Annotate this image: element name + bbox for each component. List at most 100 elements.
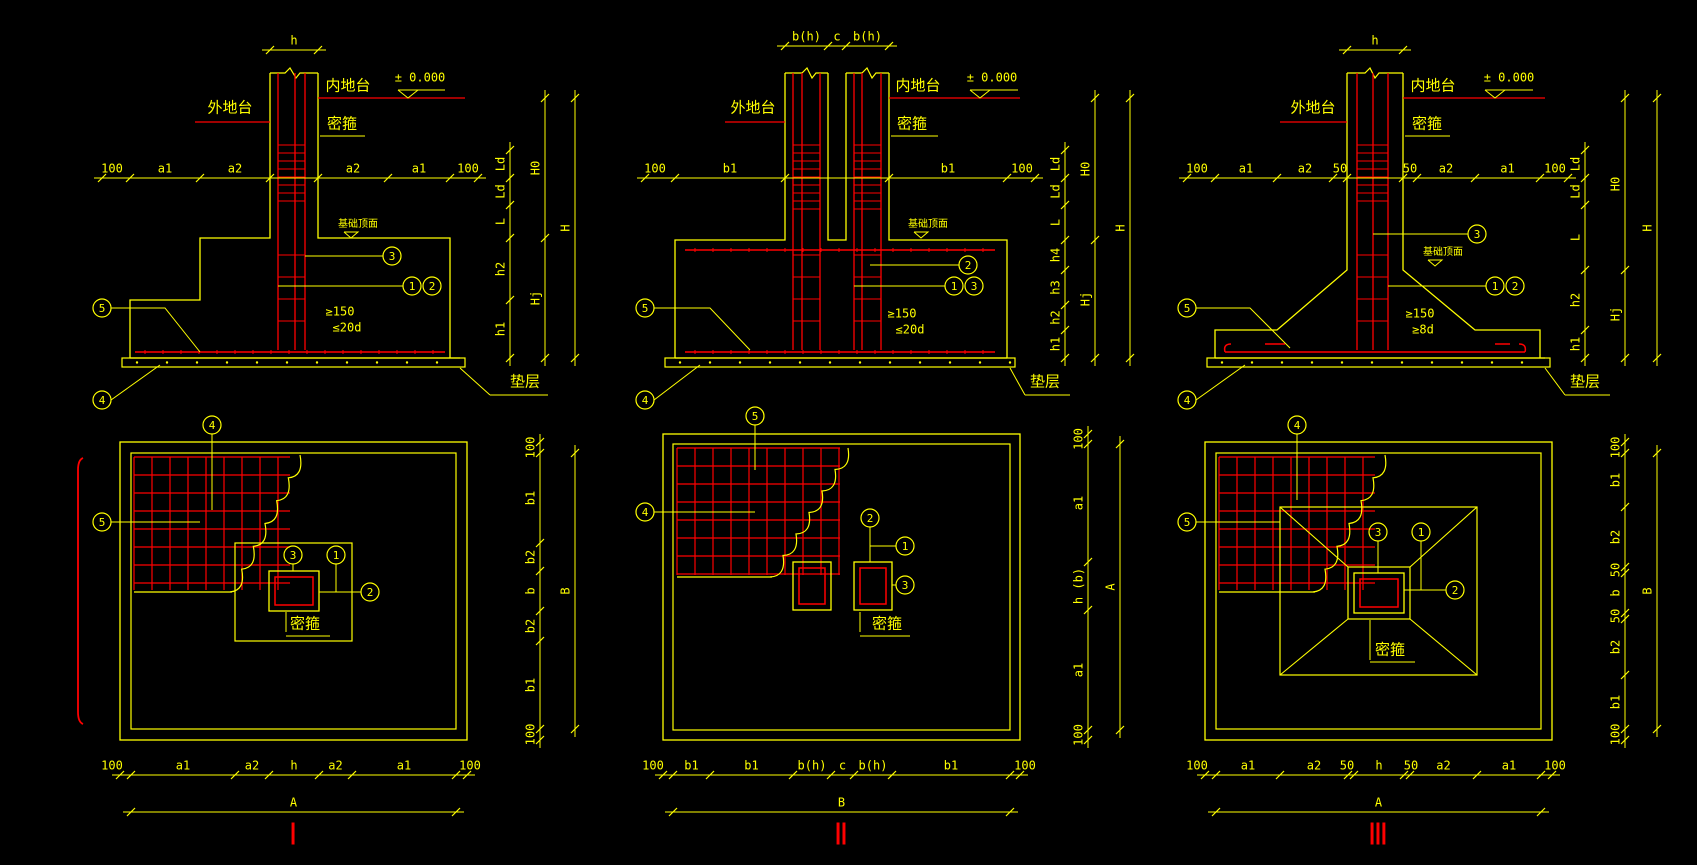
dim-tick <box>1349 770 1359 780</box>
slope-outline <box>1279 506 1478 676</box>
dim-tick <box>780 173 790 183</box>
aggregate-dot <box>1490 361 1494 364</box>
outer-grade-label: 外地台 <box>730 99 775 117</box>
min-lap-label: ≥150 <box>326 305 355 319</box>
dim-tick <box>1620 614 1630 624</box>
dim-tick <box>1083 725 1093 735</box>
dim-text: h1 <box>1049 337 1063 351</box>
dim-text: 50 <box>1333 162 1347 176</box>
dim-text: a1 <box>412 162 426 176</box>
tag-number: 2 <box>367 586 374 599</box>
dim-tick <box>1580 325 1590 335</box>
dim-text: a2 <box>1439 162 1453 176</box>
dim-tick <box>1652 448 1662 458</box>
dim-text: Hj <box>1079 292 1093 306</box>
dim-text: 100 <box>1014 759 1036 773</box>
aggregate-dot <box>375 361 379 364</box>
dim-text: Ld <box>1049 157 1063 171</box>
aggregate-dot <box>1460 361 1464 364</box>
dim-tick <box>1030 173 1040 183</box>
dim-tick <box>1060 300 1070 310</box>
stirrup-label: 密箍 <box>327 115 357 133</box>
tag-number: 5 <box>99 516 106 529</box>
aggregate-dot <box>918 361 922 364</box>
dim-tick <box>126 770 136 780</box>
section-numeral: Ⅰ <box>289 818 298 853</box>
dim-tick <box>451 807 461 817</box>
dim-tick <box>1620 265 1630 275</box>
dim-text: H <box>559 224 573 231</box>
dim-text: b1 <box>941 162 955 176</box>
dim-tick <box>535 606 545 616</box>
dim-text: 100 <box>1072 428 1086 450</box>
stirrup-label: 密箍 <box>290 615 320 633</box>
plan-inner <box>672 443 1011 731</box>
dim-tick <box>1652 93 1662 103</box>
dim-tick <box>1060 325 1070 335</box>
cushion-layer <box>1206 357 1551 368</box>
dim-text: a1 <box>1072 663 1086 677</box>
dim-text: h2 <box>1049 310 1063 324</box>
base-top-mark <box>1427 259 1444 267</box>
aggregate-dot <box>948 361 952 364</box>
leader <box>654 307 751 351</box>
dim-tick <box>383 173 393 183</box>
column-shoulder <box>1347 566 1411 620</box>
tag-number: 4 <box>642 506 649 519</box>
dim-tick <box>1275 770 1285 780</box>
dim-tick <box>1210 173 1220 183</box>
dim-tick <box>1547 770 1557 780</box>
geometry-layer <box>77 41 1662 817</box>
dim-tick <box>570 353 580 363</box>
dim-tick <box>1115 725 1125 735</box>
dim-tick <box>445 173 455 183</box>
dim-text: H0 <box>529 161 543 175</box>
dim-tick <box>1060 200 1070 210</box>
dim-tick <box>126 807 136 817</box>
aggregate-dot <box>285 361 289 364</box>
aggregate-dot <box>165 361 169 364</box>
aggregate-dot <box>315 361 319 364</box>
dim-tick <box>1620 724 1630 734</box>
dim-tick <box>1200 770 1210 780</box>
dim-text: h2 <box>1569 293 1583 307</box>
dim-text: b2 <box>524 550 538 564</box>
dim-text: 100 <box>1609 724 1623 746</box>
aggregate-dot <box>798 361 802 364</box>
dim-tick <box>230 770 240 780</box>
aggregate-dot <box>678 361 682 364</box>
dim-tick <box>265 173 275 183</box>
dim-text: 100 <box>1609 437 1623 459</box>
aggregate-dot <box>1008 361 1012 364</box>
dim-text: b2 <box>524 619 538 633</box>
column-plan <box>268 570 320 612</box>
aggregate-dot <box>708 361 712 364</box>
dim-text: h3 <box>1049 280 1063 294</box>
min-lap-label: ≥150 <box>1406 307 1435 321</box>
dim-tick <box>1005 807 1015 817</box>
tag-number: 1 <box>902 540 909 553</box>
dim-tick <box>505 145 515 155</box>
dim-tick <box>1083 557 1093 567</box>
dim-text: a2 <box>328 759 342 773</box>
dim-text: b(h) <box>859 759 888 773</box>
aggregate-dot <box>405 361 409 364</box>
dim-tick <box>535 538 545 548</box>
dim-tick <box>1115 439 1125 449</box>
stirrup-label: 密箍 <box>872 615 902 633</box>
cushion-label: 垫层 <box>1570 373 1600 391</box>
dim-text: h <box>1375 759 1382 773</box>
tag-circle <box>964 276 984 296</box>
dim-text: a1 <box>397 759 411 773</box>
aggregate-dot <box>195 361 199 364</box>
dim-tick <box>540 93 550 103</box>
dim-tick <box>887 770 897 780</box>
dim-text: H <box>1114 224 1128 231</box>
dim-text: b <box>1609 589 1623 596</box>
aggregate-dot <box>255 361 259 364</box>
footing-outline-right <box>1402 73 1541 358</box>
dim-tick <box>780 41 790 51</box>
